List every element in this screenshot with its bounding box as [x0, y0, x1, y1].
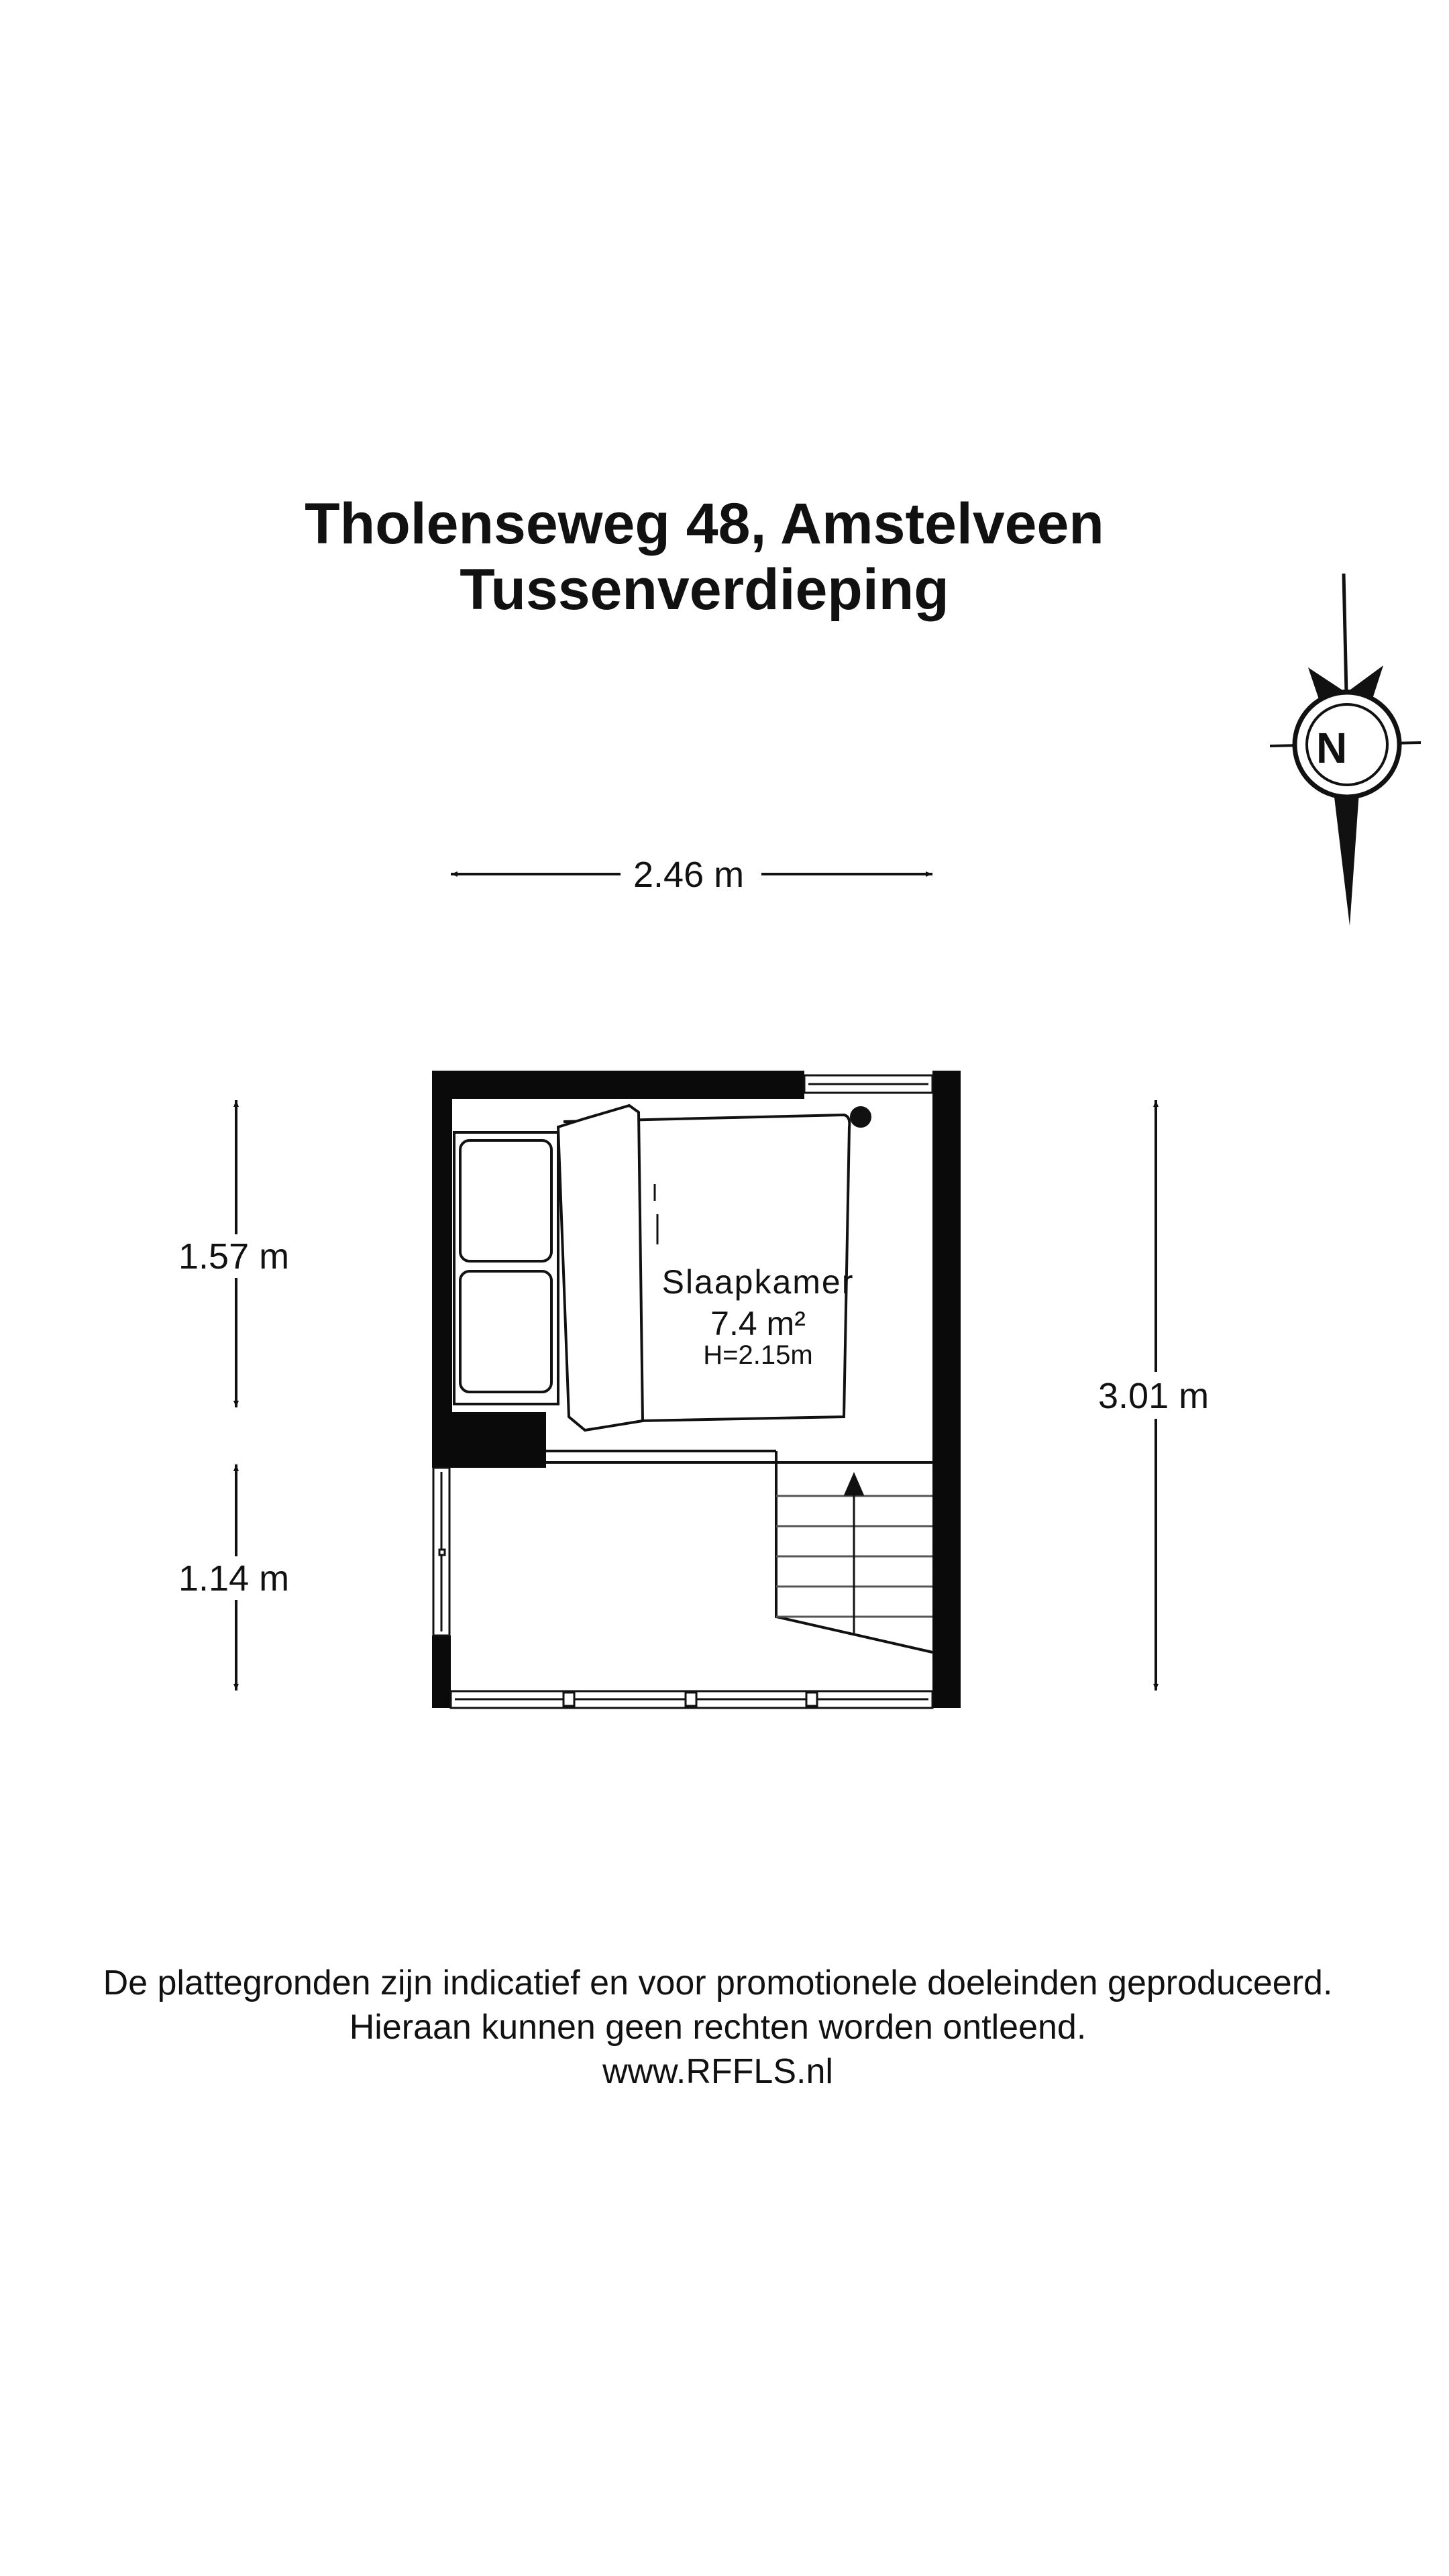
room-name: Slaapkamer — [661, 1263, 855, 1301]
dimension-width-label: 2.46 m — [633, 855, 745, 895]
windows — [432, 1074, 934, 1709]
north-arrow-icon — [1269, 573, 1421, 926]
disclaimer-line-1: De plattegronden zijn indicatief en voor… — [103, 1964, 1333, 2002]
address-title: Tholenseweg 48, Amstelveen — [305, 492, 1104, 556]
dimension-left-upper-label: 1.57 m — [178, 1236, 290, 1277]
room-area: 7.4 m² — [710, 1305, 806, 1342]
bed — [453, 1104, 871, 1432]
floor-title: Tussenverdieping — [460, 557, 949, 622]
walls — [432, 1071, 961, 1708]
compass-label: N — [1316, 724, 1348, 772]
dimension-left-lower-label: 1.14 m — [178, 1558, 290, 1599]
dimension-right-total-label: 3.01 m — [1098, 1376, 1210, 1416]
room-height: H=2.15m — [703, 1340, 813, 1370]
disclaimer-line-2: Hieraan kunnen geen rechten worden ontle… — [349, 2008, 1087, 2047]
staircase — [775, 1462, 933, 1654]
website-link[interactable]: www.RFFLS.nl — [602, 2052, 833, 2091]
interior-partition — [546, 1450, 932, 1464]
